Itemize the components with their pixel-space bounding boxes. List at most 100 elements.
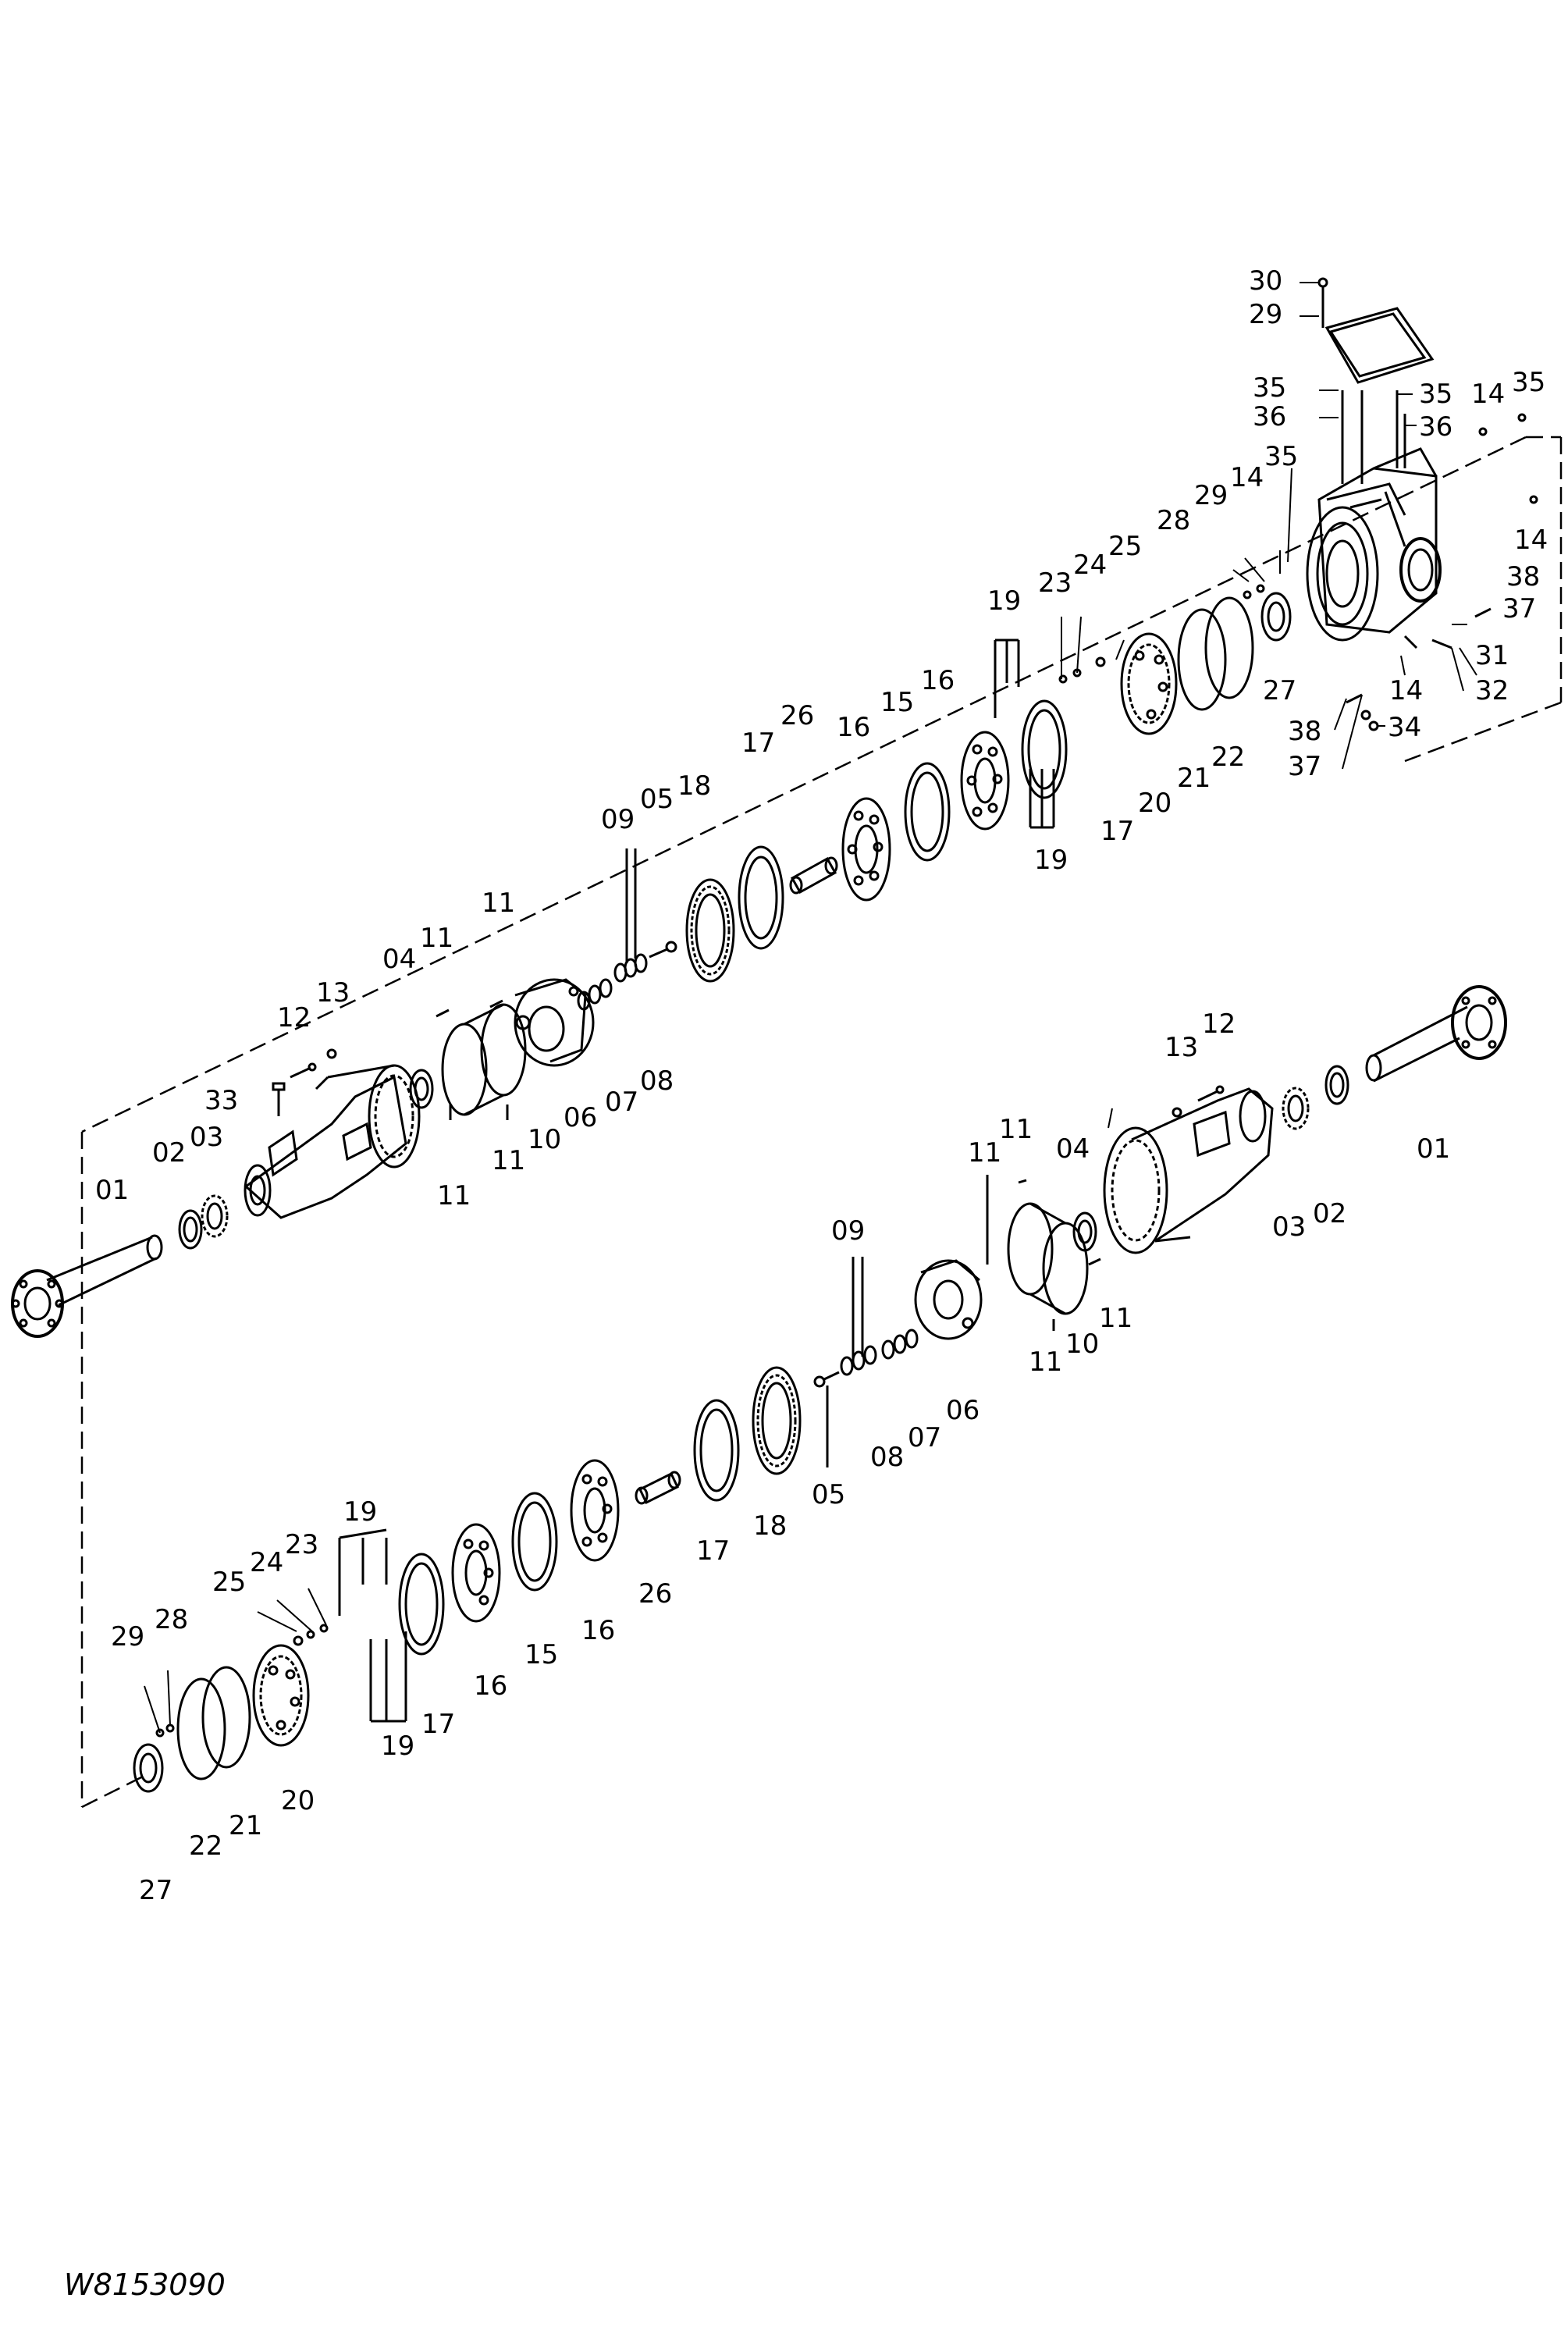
callout: 11 [492,1145,526,1176]
callout: 12 [1202,1008,1236,1040]
seal-22-lower [176,1677,226,1780]
callout: 38 [1288,716,1322,747]
callout: 16 [581,1615,616,1646]
callout: 35 [1419,379,1453,410]
callout: 11 [437,1180,471,1211]
callout: 15 [880,687,915,718]
callout: 27 [1263,675,1297,706]
friction-plate-17-lower [693,1399,740,1502]
callout: 07 [908,1422,942,1453]
disc-15-upper [904,762,951,862]
callout: 17 [421,1709,456,1740]
callout: 34 [1388,712,1422,743]
callout: 05 [812,1479,846,1510]
callout: 24 [1073,550,1108,581]
callout: 14 [1471,379,1506,410]
center-housing [1306,447,1442,642]
callout: 24 [250,1547,284,1578]
friction-plate-17-upper [738,845,784,950]
callout: 09 [601,804,635,835]
callout: 04 [1056,1133,1090,1165]
callout: 06 [564,1102,598,1133]
callout: 11 [1099,1303,1133,1334]
shim-09-upper [613,848,648,983]
seal-22-upper [1204,596,1254,699]
bearing-27-lower [133,1743,164,1793]
seal-04-upper [409,1069,434,1109]
friction-plate-17-lower-left [398,1553,445,1656]
differential-carrier-lower [914,1259,983,1340]
ring-28-lower [165,1723,175,1733]
callout: 08 [870,1442,905,1473]
bolt-12-lower [1197,1085,1225,1102]
callout: 07 [605,1087,639,1118]
callout: 01 [95,1175,130,1206]
callout: 35 [1512,367,1546,398]
callout: 01 [1417,1133,1451,1165]
callout: 14 [1230,462,1264,493]
pin-13-lower [1172,1107,1182,1118]
callout: 22 [1211,742,1246,773]
callout: 28 [155,1604,189,1635]
callout: 33 [204,1085,239,1116]
callout: 17 [1100,816,1135,847]
disc-15-lower [511,1492,558,1592]
callout: 25 [1108,531,1143,562]
bolt-25-upper [1095,656,1106,667]
callout: 11 [999,1114,1033,1145]
callout: 20 [1138,788,1172,819]
callout: 03 [1272,1211,1307,1243]
pin-11-lower [986,1175,1101,1331]
callout: 18 [753,1510,788,1542]
callout: 11 [1029,1346,1063,1378]
seal-21-lower [201,1666,251,1769]
callout: 05 [640,784,674,815]
callout: 35 [1253,372,1287,404]
pin-11-upper [436,999,509,1120]
bolt-23-upper [1058,674,1068,684]
callout: 22 [189,1830,223,1862]
figure-code: W8153090 [64,2268,226,2302]
ring-31-32 [1403,635,1452,649]
callout: 31 [1475,640,1509,671]
callout: 23 [285,1529,319,1560]
disc-16-upper-left [841,797,891,902]
callout: 19 [1034,845,1068,876]
callout: 11 [482,888,516,919]
callout: 38 [1506,561,1541,592]
piston-20-lower [252,1644,310,1747]
disc-16-lower-right [570,1459,620,1562]
disc-16-lower-left [451,1523,501,1623]
bolt-30 [1317,277,1328,328]
callout: 11 [420,923,454,954]
bearing-02-lower [1324,1065,1349,1105]
bolt-37-38 [1346,607,1492,720]
callout: 32 [1475,675,1509,706]
differential-carrier-upper [514,978,595,1067]
shaft-26-upper [789,856,838,895]
callout: 12 [277,1002,311,1033]
pin-19-upper [994,639,1055,829]
ring-29-lower [155,1728,165,1738]
washer-08-upper [599,978,613,998]
bolt-05-upper [649,941,677,959]
callout: 19 [381,1731,415,1762]
seal-21-upper [1177,608,1227,711]
callout: 11 [968,1137,1002,1169]
gear-ring-18-upper [685,878,735,983]
washer-08-lower [881,1339,895,1360]
callout: 10 [528,1124,562,1155]
bearing-27-upper [1260,592,1292,642]
bolt-05-lower [813,1371,840,1467]
gear-ring-18-lower [752,1366,802,1475]
callout: 35 [1264,441,1299,472]
callout: 04 [382,944,417,975]
washer-06-upper [577,991,591,1011]
callout: 09 [831,1215,866,1247]
callout: 18 [677,770,712,802]
callout: 17 [696,1535,731,1567]
callout: 25 [212,1567,247,1598]
callout: 02 [152,1137,187,1169]
callout: 13 [316,977,350,1008]
